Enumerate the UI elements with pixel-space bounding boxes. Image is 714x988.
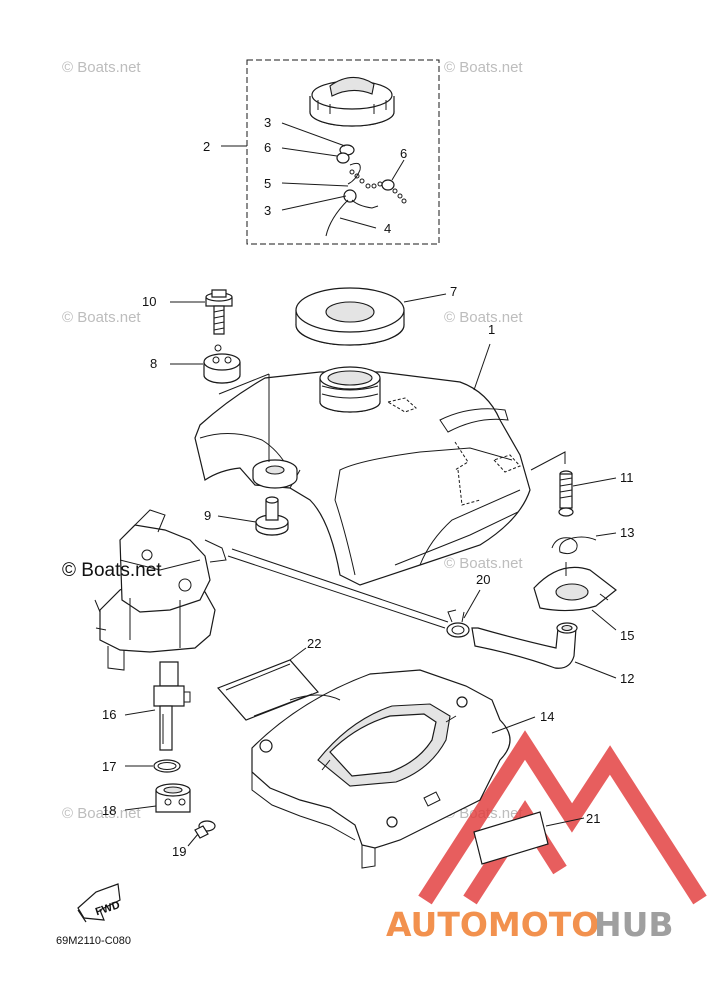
cap-assembly-group xyxy=(221,59,440,245)
callout-2: 2 xyxy=(203,139,210,154)
clip-part-13[interactable] xyxy=(551,536,597,555)
callout-9: 9 xyxy=(204,508,211,523)
logo-mountain-icon xyxy=(418,730,707,905)
callout-17: 17 xyxy=(102,759,116,774)
callout-15: 15 xyxy=(620,628,634,643)
callout-14: 14 xyxy=(540,709,554,724)
callout-19: 19 xyxy=(172,844,186,859)
callout-3: 3 xyxy=(264,203,271,218)
watermark: © Boats.net xyxy=(444,59,523,76)
callout-6: 6 xyxy=(400,146,407,161)
fuel-tank-part-1[interactable] xyxy=(194,366,531,586)
watermark: © Boats.net xyxy=(444,555,523,572)
collar-part-9[interactable] xyxy=(255,496,289,536)
bracket-part-15[interactable] xyxy=(533,562,617,612)
screw-part-11[interactable] xyxy=(558,470,574,517)
watermark: © Boats.net xyxy=(62,59,141,76)
callout-13: 13 xyxy=(620,525,634,540)
watermark: © Boats.net xyxy=(444,309,523,326)
callout-numbers: 2 3 6 6 5 3 4 10 7 1 8 11 9 13 20 15 22 … xyxy=(102,115,634,859)
logo-text-hub: HUB xyxy=(594,905,674,944)
fuel-cap[interactable] xyxy=(309,76,395,127)
automotohub-logo: AUTOMOTO HUB xyxy=(386,730,707,944)
callout-5: 5 xyxy=(264,176,271,191)
callout-16: 16 xyxy=(102,707,116,722)
callout-1: 1 xyxy=(488,322,495,337)
label-part-22[interactable] xyxy=(216,659,320,721)
o-ring-part-17[interactable] xyxy=(153,759,181,773)
callout-10: 10 xyxy=(142,294,156,309)
callout-3: 3 xyxy=(264,115,271,130)
watermark: © Boats.net xyxy=(62,309,141,326)
screw-part-19[interactable] xyxy=(194,820,216,839)
callout-12: 12 xyxy=(620,671,634,686)
carburetor-reference xyxy=(94,509,227,671)
callout-18: 18 xyxy=(102,803,116,818)
fwd-arrow-icon: FWD xyxy=(77,883,122,923)
cap-tether-chain[interactable] xyxy=(325,144,407,237)
watermark-large: © Boats.net xyxy=(62,560,162,581)
callout-20: 20 xyxy=(476,572,490,587)
watermark: © Boats.net xyxy=(62,805,141,822)
fuel-hose-part-12[interactable] xyxy=(471,622,578,669)
label-part-21[interactable] xyxy=(473,811,549,865)
grommet-part-8[interactable] xyxy=(203,344,241,384)
lower-case-part-14[interactable] xyxy=(251,669,511,869)
logo-text-automoto: AUTOMOTO xyxy=(386,905,599,944)
callout-7: 7 xyxy=(450,284,457,299)
callout-4: 4 xyxy=(384,221,391,236)
callout-8: 8 xyxy=(150,356,157,371)
filler-seal-part-7[interactable] xyxy=(295,287,405,346)
fitting-body-part-18[interactable] xyxy=(155,783,191,813)
callout-11: 11 xyxy=(620,470,634,485)
diagram-code: 69M2110-C080 xyxy=(56,935,131,947)
callout-22: 22 xyxy=(307,636,321,651)
drain-fitting-part-16[interactable] xyxy=(153,661,191,751)
bolt-part-10[interactable] xyxy=(205,289,233,335)
callout-6: 6 xyxy=(264,140,271,155)
hose-clamp-part-20[interactable] xyxy=(446,609,470,638)
callout-21: 21 xyxy=(586,811,600,826)
